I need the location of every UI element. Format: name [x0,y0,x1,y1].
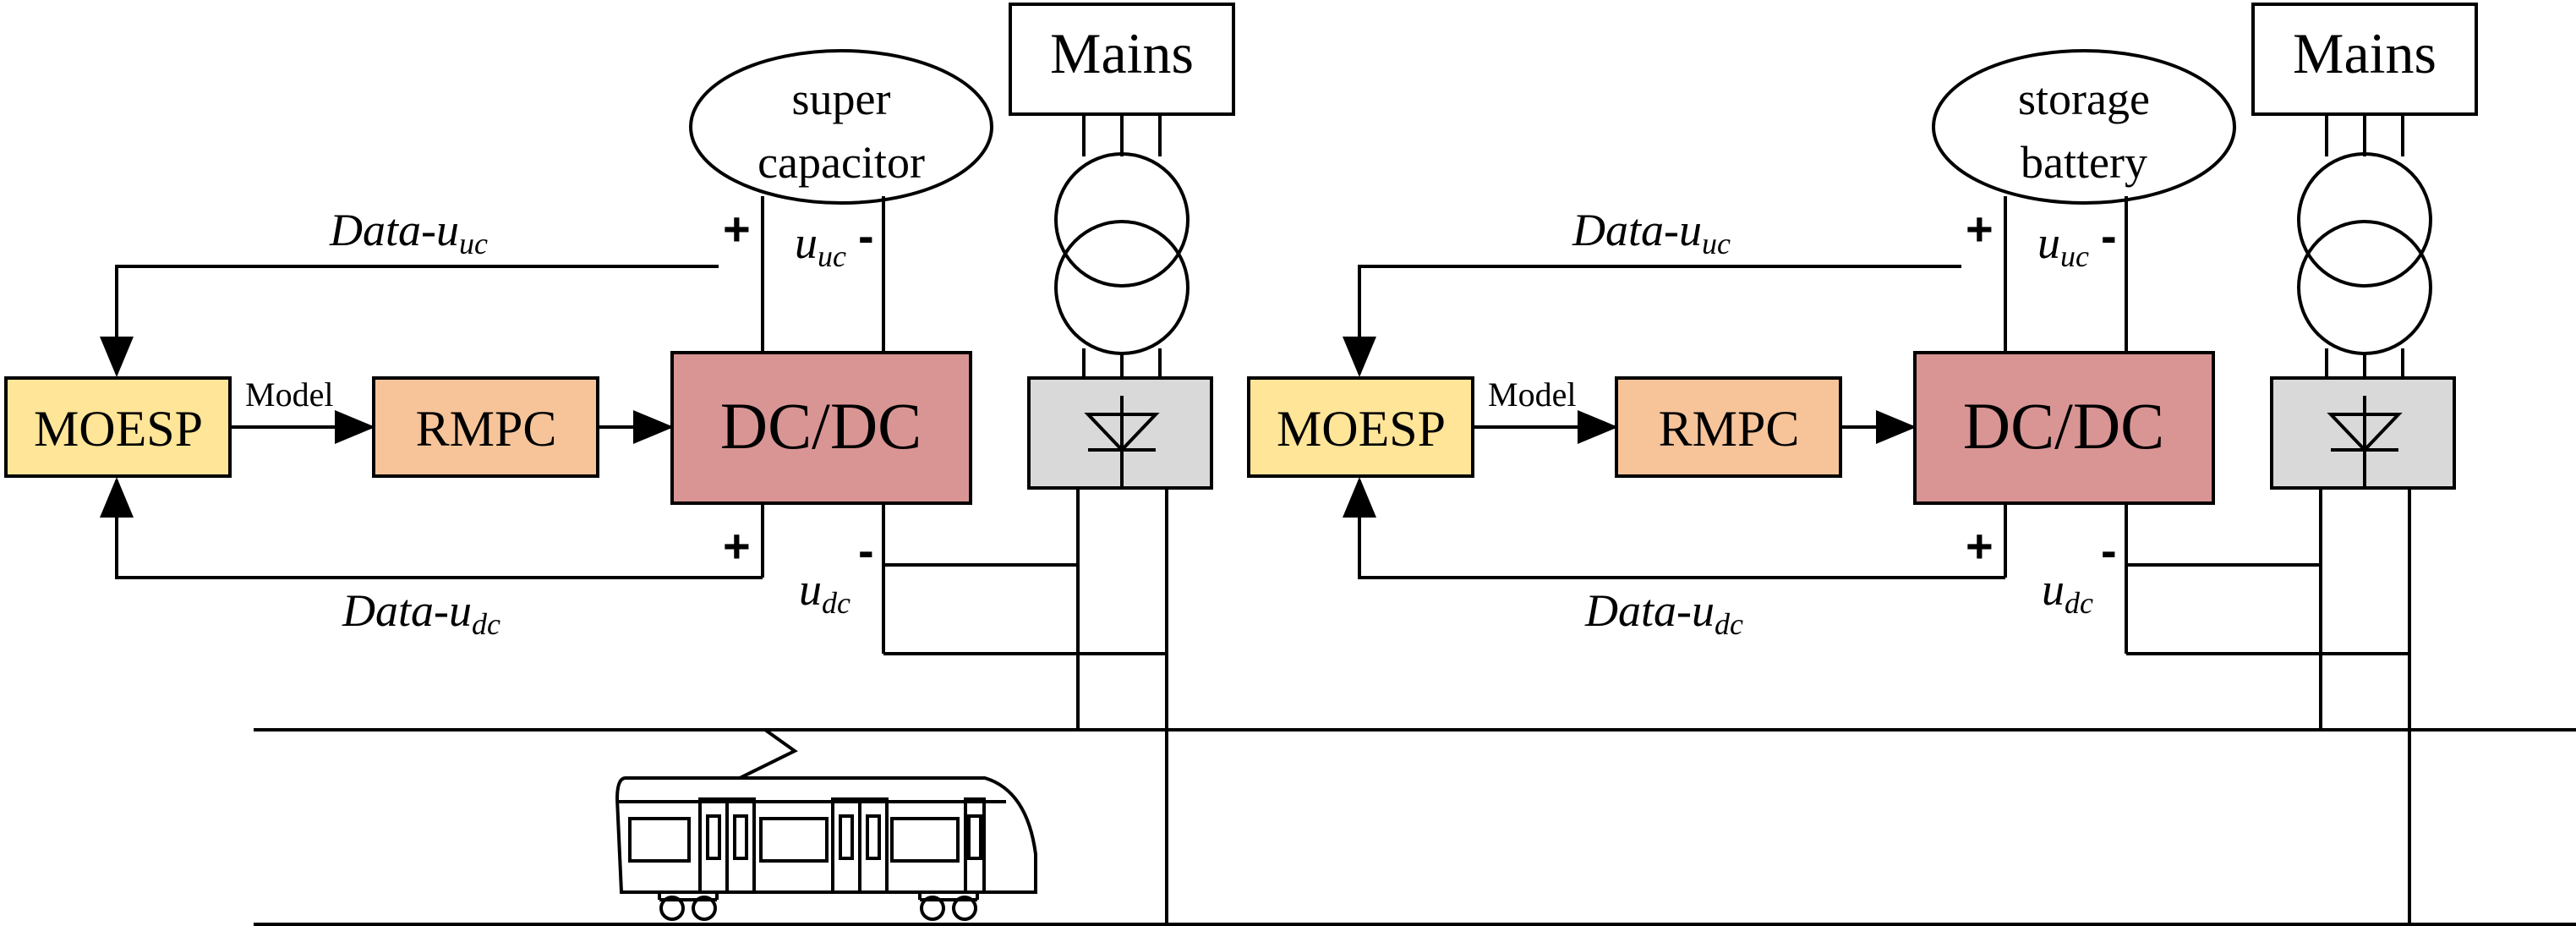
right-dcdc-label: DC/DC [1963,389,2164,463]
left-udc-label: udc [799,564,850,620]
left-transformer-icon [1054,152,1190,355]
right-storage-battery: storage battery [1932,49,2236,205]
left-mains-box: Mains [1009,3,1235,116]
tram-train-icon [615,728,1037,921]
right-model-label: Model [1488,375,1576,414]
right-storage-label-1: storage [2018,74,2150,124]
right-rmpc-label: RMPC [1659,401,1800,457]
left-dc-plus-sign: + [723,519,751,573]
left-storage-label-2: capacitor [757,137,925,188]
right-data-udc-label: Data-udc [1584,585,1743,641]
right-mains-label: Mains [2293,21,2437,85]
right-udc-label: udc [2042,564,2093,620]
left-model-label: Model [245,375,333,414]
left-data-uuc-label: Data-uuc [329,205,488,260]
right-transformer-icon [2297,152,2432,355]
right-moesp-block: MOESP [1247,376,1474,478]
right-dcdc-block: DC/DC [1913,351,2215,505]
right-data-uuc-label: Data-uuc [1572,205,1731,260]
left-data-uuc-arrow [100,265,719,377]
right-data-uuc-arrow [1343,265,1961,377]
left-storage-label-1: super [792,74,891,124]
right-rmpc-block: RMPC [1615,376,1842,478]
left-dc-minus-sign: - [858,523,874,577]
left-mains-label: Mains [1050,21,1194,85]
right-storage-label-2: battery [2021,137,2147,188]
left-dcdc-label: DC/DC [720,389,922,463]
right-moesp-label: MOESP [1277,401,1446,457]
right-mains-box: Mains [2251,3,2478,116]
left-rmpc-label: RMPC [416,401,557,457]
left-moesp-label: MOESP [34,401,203,457]
right-uc-minus-sign: - [2101,209,2117,262]
right-uc-plus-sign: + [1966,202,1994,255]
left-uc-plus-sign: + [723,202,751,255]
right-subsystem: Mains storage battery DC/DC [1247,3,2478,924]
left-uc-minus-sign: - [858,209,874,262]
right-dc-minus-sign: - [2101,523,2117,577]
right-dc-plus-sign: + [1966,519,1994,573]
left-moesp-block: MOESP [4,376,232,478]
left-super-capacitor: super capacitor [689,49,993,205]
left-uuc-label: uuc [795,217,846,273]
left-rmpc-block: RMPC [372,376,599,478]
right-uuc-label: uuc [2037,217,2089,273]
right-diode-rectifier-icon [2270,376,2456,490]
left-data-udc-label: Data-udc [342,585,500,641]
left-dcdc-block: DC/DC [670,351,972,505]
right-data-udc-arrow [1343,477,1961,579]
left-data-udc-arrow [100,477,719,579]
left-diode-rectifier-icon [1027,376,1213,490]
left-subsystem: Mains super capacitor [4,3,1235,924]
